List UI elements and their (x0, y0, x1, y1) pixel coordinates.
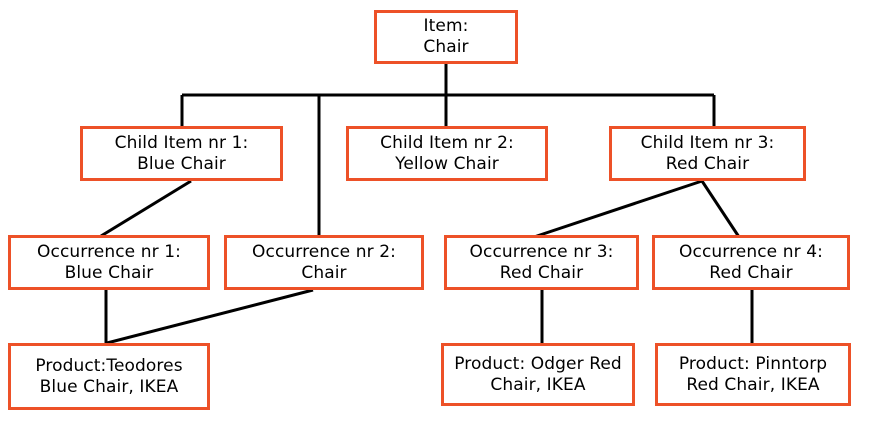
node-occurrence-2[interactable]: Occurrence nr 2:Chair (224, 235, 424, 290)
edge-child-1-to-occurrence-1 (100, 179, 192, 238)
node-label-line2: Red Chair (709, 262, 793, 283)
node-label-line1: Item: (423, 16, 469, 37)
edge-occurrence-2-to-product-teodores (106, 288, 314, 345)
node-label-line1: Occurrence nr 3: (469, 241, 614, 262)
node-child-item-3[interactable]: Child Item nr 3:Red Chair (609, 126, 806, 181)
node-label-line2: Blue Chair (64, 262, 154, 283)
node-item-chair[interactable]: Item:Chair (374, 10, 518, 64)
node-label-line1: Child Item nr 3: (640, 132, 775, 153)
node-label-line1: Product: Odger Red (454, 353, 622, 374)
node-label-line1: Product:Teodores (35, 355, 183, 376)
node-label-line1: Child Item nr 2: (380, 132, 514, 153)
node-label-line2: Red Chair (499, 262, 584, 283)
node-label-line2: Chair (301, 262, 347, 283)
node-occurrence-4[interactable]: Occurrence nr 4:Red Chair (652, 235, 850, 290)
node-label-line2: Chair, IKEA (490, 374, 586, 395)
node-label-line2: Blue Chair (137, 153, 226, 174)
node-label-line1: Product: Pinntorp (678, 353, 828, 374)
node-label-line2: Red Chair, IKEA (686, 374, 820, 395)
edge-child-3-to-occurrence-4 (700, 180, 741, 238)
node-occurrence-1[interactable]: Occurrence nr 1:Blue Chair (8, 235, 210, 290)
node-label-line1: Child Item nr 1: (114, 132, 249, 153)
node-child-item-2[interactable]: Child Item nr 2:Yellow Chair (346, 126, 548, 181)
node-label-line1: Occurrence nr 2: (252, 241, 396, 262)
node-label-line2: Blue Chair, IKEA (39, 376, 179, 397)
node-child-item-1[interactable]: Child Item nr 1:Blue Chair (80, 126, 283, 181)
node-label-line2: Chair (423, 37, 469, 57)
node-label-line1: Occurrence nr 4: (679, 241, 823, 262)
node-label-line2: Yellow Chair (395, 153, 499, 174)
node-label-line2: Red Chair (665, 153, 750, 174)
node-label-line1: Occurrence nr 1: (37, 241, 181, 262)
node-occurrence-3[interactable]: Occurrence nr 3:Red Chair (444, 235, 639, 290)
edge-child-3-to-occurrence-3 (533, 179, 703, 239)
